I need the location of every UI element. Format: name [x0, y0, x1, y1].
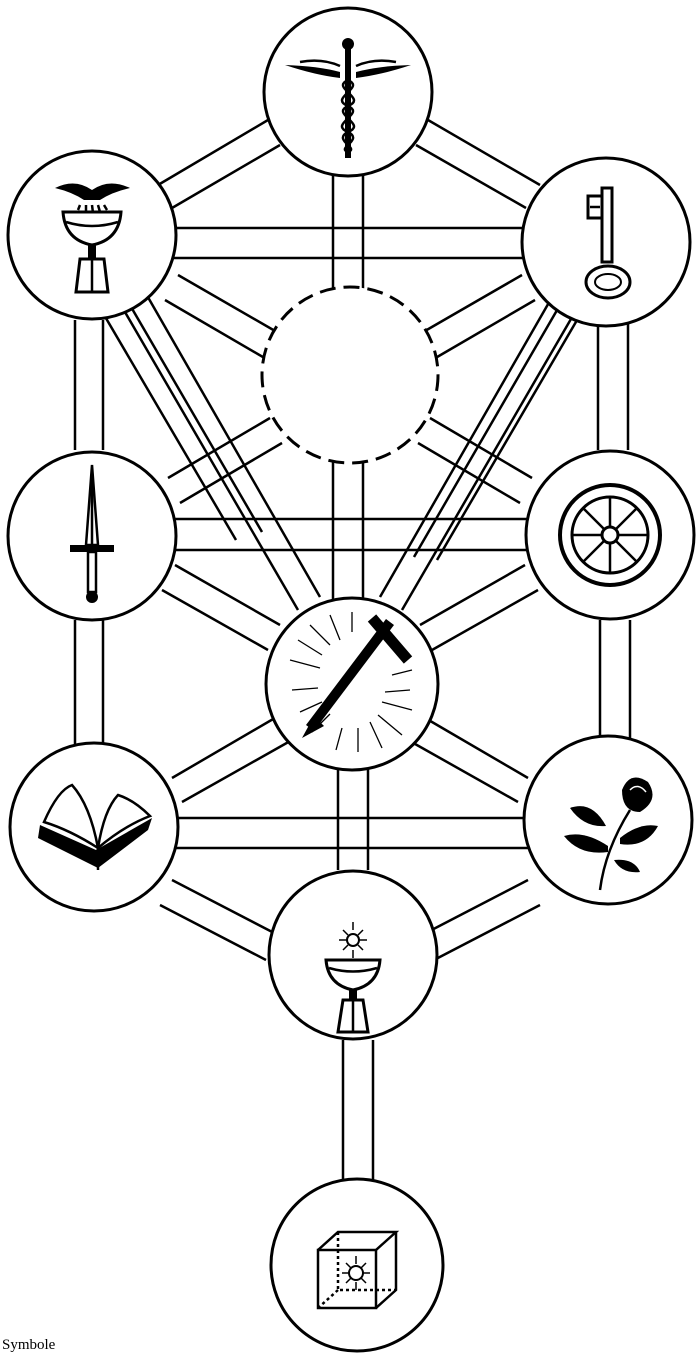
node-lower-center [269, 871, 437, 1039]
path-lowercenter-bottom [343, 1040, 373, 1190]
path-lowerleft-lowerright [175, 818, 530, 848]
node-bottom [271, 1179, 443, 1351]
path-upperright-middleright [598, 320, 628, 450]
caption: Symbole [2, 1338, 55, 1353]
path-middleleft-lowerleft [75, 620, 103, 748]
path-hidden-center [333, 450, 363, 600]
node-middle-right [526, 451, 694, 619]
path-top-upperleft [158, 120, 280, 208]
path-upperleft-middleleft [75, 320, 103, 450]
node-center-hidden [262, 287, 438, 463]
path-top-upperright [416, 120, 540, 208]
path-lowerright-lowercenter [422, 880, 540, 960]
node-lower-right [524, 736, 692, 904]
node-center [266, 598, 438, 770]
path-upperleft-hidden [165, 275, 282, 360]
path-middleleft-middleright [175, 519, 530, 550]
path-upperright-hidden [418, 275, 535, 360]
wheel-icon [560, 485, 660, 585]
path-middleright-lowerright [600, 620, 630, 748]
node-lower-left [10, 743, 178, 911]
path-top-hidden [333, 160, 363, 300]
path-center-lowerleft [172, 715, 292, 802]
path-lowerleft-lowercenter [160, 880, 278, 960]
node-upper-right [522, 158, 690, 326]
nodes [8, 8, 694, 1351]
path-middleright-center [420, 565, 538, 650]
node-top [264, 8, 432, 176]
path-upperleft-upperright [170, 228, 530, 258]
node-upper-left [8, 151, 176, 319]
path-middleleft-center [162, 565, 280, 650]
node-middle-left [8, 452, 176, 620]
path-center-lowercenter [338, 760, 368, 870]
